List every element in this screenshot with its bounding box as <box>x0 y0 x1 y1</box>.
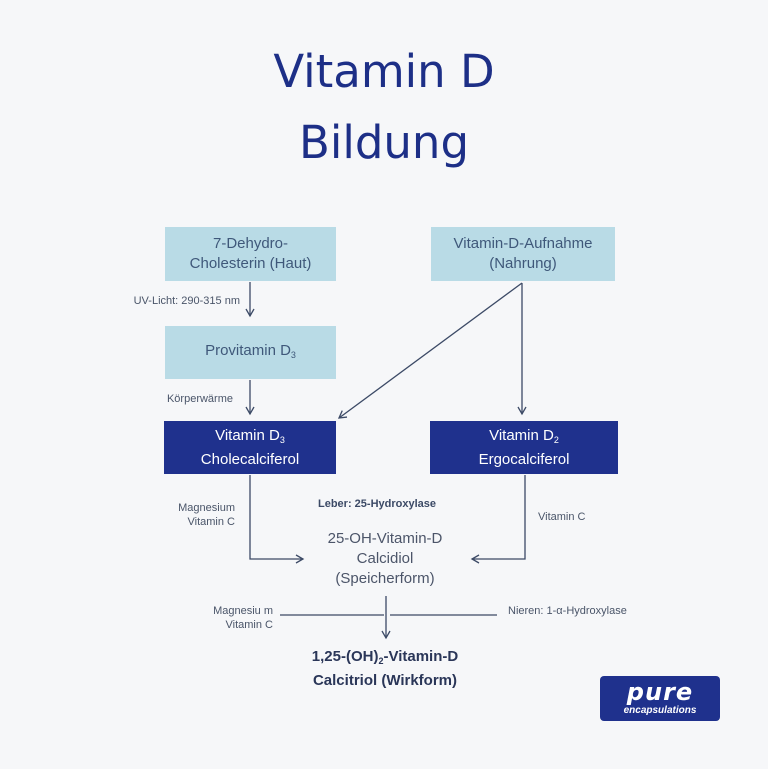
title-line-1: Vitamin D <box>273 45 495 98</box>
node-vitamin-d3-line2: Cholecalciferol <box>200 450 300 468</box>
node-calcitriol: 1,25-(OH)2-Vitamin-D Calcitriol (Wirkfor… <box>311 648 459 689</box>
node-vitamin-d3-line1: Vitamin D3 <box>215 426 285 445</box>
node-vitamin-d2-line2: Ergocalciferol <box>478 450 570 468</box>
title-line-2: Bildung <box>298 116 470 169</box>
logo-brand: pure <box>626 678 694 706</box>
node-vitamin-d2: Vitamin D2 Ergocalciferol <box>430 421 618 474</box>
label-leber-hydroxylase: Leber: 25-Hydroxylase <box>318 498 436 510</box>
brand-logo: pure encapsulations <box>600 676 720 721</box>
node-vitamin-d2-line1: Vitamin D2 <box>489 426 559 445</box>
node-vitamin-d3: Vitamin D3 Cholecalciferol <box>164 421 336 474</box>
node-dehydrocholesterin-line1: 7-Dehydro- <box>212 235 289 252</box>
node-calcidiol: 25-OH-Vitamin-D Calcidiol (Speicherform) <box>327 530 443 587</box>
label-vitamin-c-right: Vitamin C <box>538 511 586 523</box>
arrow-aufnahme-to-d3 <box>337 282 523 419</box>
arrow-d2-to-calcidiol <box>470 475 526 564</box>
arrow-d3-to-calcidiol <box>249 475 305 564</box>
node-provitamin: Provitamin D3 <box>165 326 336 379</box>
label-cofactor-1: Magnesium Vitamin C <box>178 502 235 528</box>
node-dehydrocholesterin: 7-Dehydro- Cholesterin (Haut) <box>165 227 336 281</box>
label-koerperwaerme: Körperwärme <box>166 393 233 405</box>
node-aufnahme: Vitamin-D-Aufnahme (Nahrung) <box>431 227 615 281</box>
label-uv-licht: UV-Licht: 290-315 nm <box>133 295 240 307</box>
node-dehydrocholesterin-line2: Cholesterin (Haut) <box>189 255 312 272</box>
node-aufnahme-line2: (Nahrung) <box>489 255 557 272</box>
node-aufnahme-line1: Vitamin-D-Aufnahme <box>453 235 593 252</box>
label-nieren-hydroxylase: Nieren: 1-α-Hydroxylase <box>508 605 627 617</box>
node-provitamin-label: Provitamin D3 <box>205 341 296 360</box>
logo-sub: encapsulations <box>623 705 697 716</box>
label-cofactor-2: Magnesiu m Vitamin C <box>213 605 273 631</box>
